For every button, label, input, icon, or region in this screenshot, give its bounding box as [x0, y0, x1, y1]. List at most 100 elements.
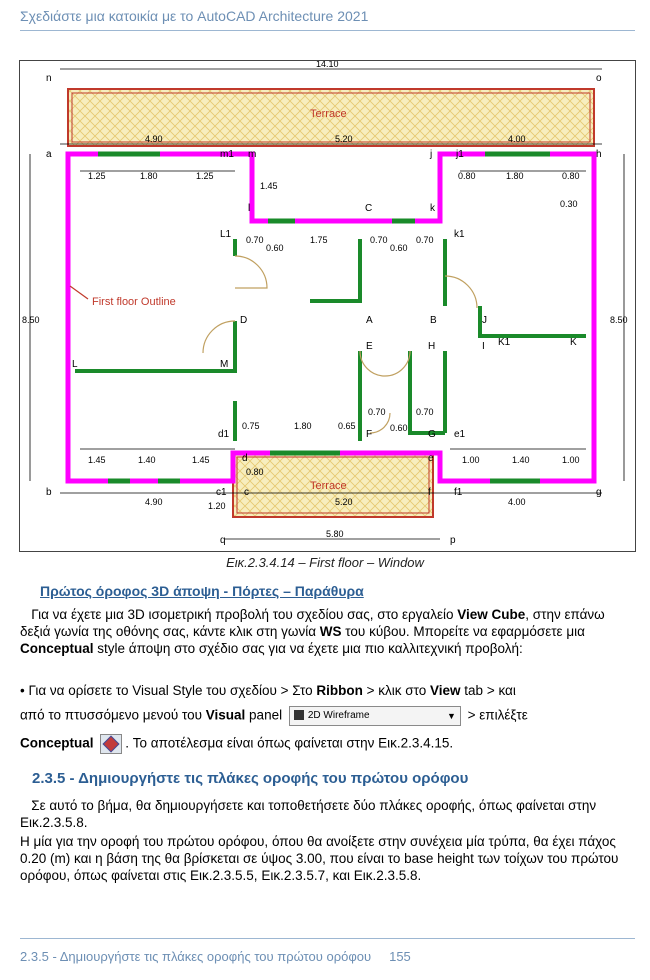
dimension-label: 1.20 — [208, 501, 226, 511]
dimension-label: 0.30 — [560, 199, 578, 209]
inner-walls — [75, 239, 586, 441]
text-run: Σε αυτό το βήμα, θα δημιουργήσετε και το… — [20, 798, 597, 830]
point-label: b — [46, 487, 52, 498]
point-label: B — [430, 315, 437, 326]
text-run: style άποψη στο σχέδιο σας για να έχετε … — [93, 641, 523, 656]
dimension-label: 0.70 — [416, 235, 434, 245]
dimension-label: 0.80 — [458, 171, 476, 181]
point-label: M — [220, 359, 228, 370]
text-bold: View Cube — [457, 607, 526, 622]
point-label: K — [570, 337, 577, 348]
point-label: d1 — [218, 429, 230, 440]
text-run: από το πτυσσόμενο μενού του — [20, 707, 206, 723]
point-label: h — [596, 149, 602, 160]
point-label: E — [366, 341, 373, 352]
point-label: c — [244, 487, 249, 498]
dimension-label: 0.70 — [370, 235, 388, 245]
point-label: F — [366, 429, 372, 440]
point-label: A — [366, 315, 373, 326]
text-bold: Conceptual — [20, 641, 94, 656]
paragraph-visual-style: • Για να ορίσετε το Visual Style του σχε… — [20, 682, 632, 699]
dimension-labels: 14.10 4.90 5.20 4.00 1.25 1.80 1.25 1.45… — [22, 61, 628, 539]
outline-label: First floor Outline — [92, 296, 176, 308]
point-label: J — [482, 315, 487, 326]
point-label: K1 — [498, 337, 511, 348]
dimension-label: 5.80 — [326, 529, 344, 539]
text-bold: Ribbon — [316, 683, 363, 698]
dimension-label: 4.00 — [508, 497, 526, 507]
paragraph-slab: Η μία για την οροφή του πρώτου ορόφου, ό… — [20, 833, 632, 884]
dimension-label: 14.10 — [316, 61, 339, 69]
text-run: Για να έχετε μια 3D ισομετρική προβολή τ… — [31, 607, 458, 622]
conceptual-style-icon — [100, 734, 123, 754]
text-run: > επιλέξτε — [467, 707, 528, 723]
point-label: j1 — [455, 149, 464, 160]
outer-walls — [65, 151, 597, 484]
dimension-label: 8.50 — [22, 315, 40, 325]
footer-section: 2.3.5 - Δημιουργήστε τις πλάκες οροφής τ… — [20, 949, 372, 964]
point-label: n — [46, 73, 52, 84]
terrace-bottom-area — [232, 452, 434, 518]
dimension-label: 1.00 — [462, 455, 480, 465]
dimension-label: 1.40 — [138, 455, 156, 465]
dimension-label: 1.80 — [294, 421, 312, 431]
point-label: C — [365, 203, 372, 214]
point-label: L1 — [220, 229, 232, 240]
page-header: Σχεδιάστε μια κατοικία με το AutoCAD Arc… — [20, 8, 635, 31]
point-label: H — [428, 341, 435, 352]
point-label: k — [430, 203, 436, 214]
outline-callout-line — [69, 285, 89, 300]
point-label: L — [72, 359, 78, 370]
text-bold: Conceptual — [20, 735, 94, 751]
paragraph-visual-panel: από το πτυσσόμενο μενού του Visual panel… — [20, 706, 632, 726]
visual-style-dropdown[interactable]: 2D Wireframe ▼ — [288, 706, 461, 726]
point-label: m1 — [220, 149, 234, 160]
paragraph-step: Σε αυτό το βήμα, θα δημιουργήσετε και το… — [20, 797, 632, 831]
terrace-top-area — [67, 88, 595, 147]
point-label: e — [428, 453, 434, 464]
dimension-label: 0.70 — [368, 407, 386, 417]
dimension-label: 1.45 — [192, 455, 210, 465]
point-label: q — [220, 535, 226, 546]
chevron-down-icon: ▼ — [446, 711, 456, 721]
point-labels: n o a m1 m j j1 h L1 C k k1 l D A B J K1… — [46, 73, 602, 546]
point-label: G — [428, 429, 436, 440]
dimension-label: 1.45 — [88, 455, 106, 465]
header-title: Σχεδιάστε μια κατοικία με το AutoCAD Arc… — [20, 8, 369, 24]
wireframe-icon — [293, 710, 304, 721]
dimension-label: 0.60 — [390, 423, 408, 433]
point-label: g — [596, 487, 602, 498]
page-footer: 2.3.5 - Δημιουργήστε τις πλάκες οροφής τ… — [20, 938, 635, 964]
text-run: tab > και — [460, 683, 516, 698]
paragraph-view-cube: Για να έχετε μια 3D ισομετρική προβολή τ… — [20, 606, 632, 657]
dimension-label: 5.20 — [335, 497, 353, 507]
windows — [98, 151, 550, 484]
dimension-lines — [29, 68, 625, 540]
dimension-label: 1.80 — [506, 171, 524, 181]
dimension-label: 4.90 — [145, 134, 163, 144]
dropdown-value: 2D Wireframe — [307, 710, 370, 721]
dimension-label: 5.20 — [335, 134, 353, 144]
dimension-label: 1.80 — [140, 171, 158, 181]
plan-labels: Terrace Terrace First floor Outline — [92, 108, 347, 492]
dimension-label: 1.25 — [88, 171, 106, 181]
text-bold: WS — [319, 624, 342, 639]
dimension-label: 1.75 — [310, 235, 328, 245]
dimension-label: 1.45 — [260, 181, 278, 191]
point-label: a — [46, 149, 52, 160]
dimension-label: 8.50 — [610, 315, 628, 325]
text-run: • Για να ορίσετε το Visual Style του σχε… — [20, 683, 317, 698]
dimension-label: 0.70 — [416, 407, 434, 417]
dimension-label: 0.80 — [246, 467, 264, 477]
section-title: 2.3.5 - Δημιουργήστε τις πλάκες οροφής τ… — [32, 770, 469, 787]
page-number: 155 — [389, 949, 411, 964]
dimension-label: 1.25 — [196, 171, 214, 181]
text-bold: View — [430, 683, 461, 698]
dimension-label: 4.00 — [508, 134, 526, 144]
figure-caption: Εικ.2.3.4.14 – First floor – Window — [226, 555, 424, 570]
terrace-bottom-label: Terrace — [310, 480, 347, 492]
point-label: d — [242, 453, 248, 464]
dimension-label: 0.60 — [390, 243, 408, 253]
text-run: . Το αποτέλεσμα είναι όπως φαίνεται στην… — [125, 735, 454, 751]
text-run: Η μία για την οροφή του πρώτου ορόφου, ό… — [20, 834, 619, 883]
